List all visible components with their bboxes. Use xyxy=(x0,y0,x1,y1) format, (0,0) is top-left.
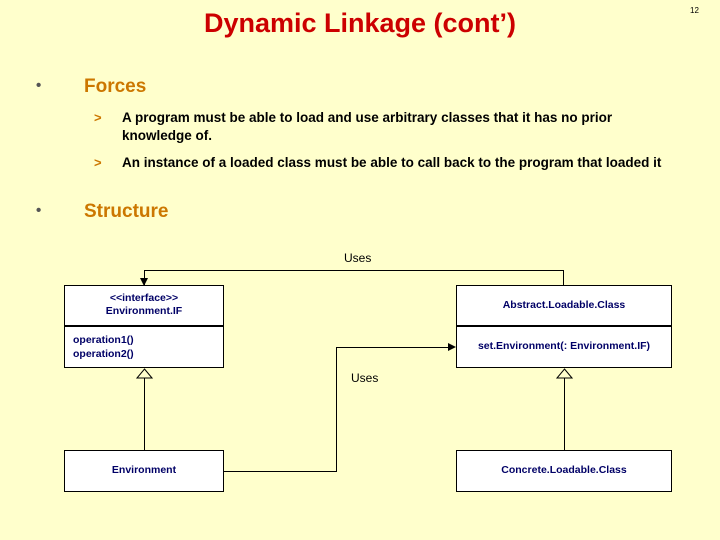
uml-box-abstract-loadable-class-header: Abstract.Loadable.Class xyxy=(456,285,672,326)
sub-bullet-1-text: A program must be able to load and use a… xyxy=(122,110,613,144)
environment-if-stereotype-name: <<interface>> Environment.IF xyxy=(65,286,223,318)
environment-if-operation-2: operation2() xyxy=(73,348,134,361)
bullet-structure: • Structure xyxy=(36,201,169,223)
environment-if-operations: operation1() operation2() xyxy=(65,327,223,367)
connector-top-horizontal xyxy=(144,270,564,271)
connector-middle-vertical xyxy=(336,347,337,472)
uml-diagram: Uses <<interface>> Environment.IF operat… xyxy=(0,240,720,540)
generalization-line-right xyxy=(564,378,565,450)
arrowhead-into-abstract-loadable-class xyxy=(448,343,456,351)
sub-bullet-2-text: An instance of a loaded class must be ab… xyxy=(122,155,662,170)
uses-label-top: Uses xyxy=(344,251,372,265)
bullet-marker: • xyxy=(36,77,42,94)
generalization-line-left xyxy=(144,378,145,471)
bullet-forces-label: Forces xyxy=(84,76,147,97)
slide-number: 12 xyxy=(690,6,699,15)
abstract-loadable-class-name: Abstract.Loadable.Class xyxy=(502,299,626,311)
environment-if-operation-1: operation1() xyxy=(73,334,134,346)
bullet-marker: • xyxy=(36,202,42,219)
bullet-forces: • Forces xyxy=(36,76,147,98)
page-title: Dynamic Linkage (cont’) xyxy=(203,8,517,38)
arrowhead-into-environment-if xyxy=(140,278,148,286)
generalization-triangle-left xyxy=(136,368,153,379)
uml-box-environment-if-header: <<interface>> Environment.IF xyxy=(64,285,224,326)
sub-bullet-marker: > xyxy=(94,155,102,170)
bullet-structure-label: Structure xyxy=(84,201,169,222)
environment-name: Environment xyxy=(111,464,177,476)
connector-middle-horizontal xyxy=(336,347,448,348)
sub-bullet-marker: > xyxy=(94,110,102,125)
uml-box-concrete-loadable-class: Concrete.Loadable.Class xyxy=(456,450,672,492)
sub-bullet-2: > An instance of a loaded class must be … xyxy=(94,154,667,172)
uses-label-middle: Uses xyxy=(351,371,379,385)
connector-top-right-vertical xyxy=(563,270,564,285)
environment-if-stereotype: <<interface>> xyxy=(109,292,179,304)
uml-box-environment: Environment xyxy=(64,450,224,492)
concrete-loadable-class-name: Concrete.Loadable.Class xyxy=(501,464,627,476)
connector-middle-bottom-horizontal xyxy=(224,471,337,472)
environment-if-name: Environment.IF xyxy=(105,305,183,318)
generalization-triangle-right xyxy=(556,368,573,379)
uml-box-abstract-loadable-class-operations: set.Environment(: Environment.IF) xyxy=(456,326,672,368)
sub-bullet-1: > A program must be able to load and use… xyxy=(94,109,667,145)
abstract-loadable-class-operation-1: set.Environment(: Environment.IF) xyxy=(477,340,651,352)
uml-box-environment-if-operations: operation1() operation2() xyxy=(64,326,224,368)
